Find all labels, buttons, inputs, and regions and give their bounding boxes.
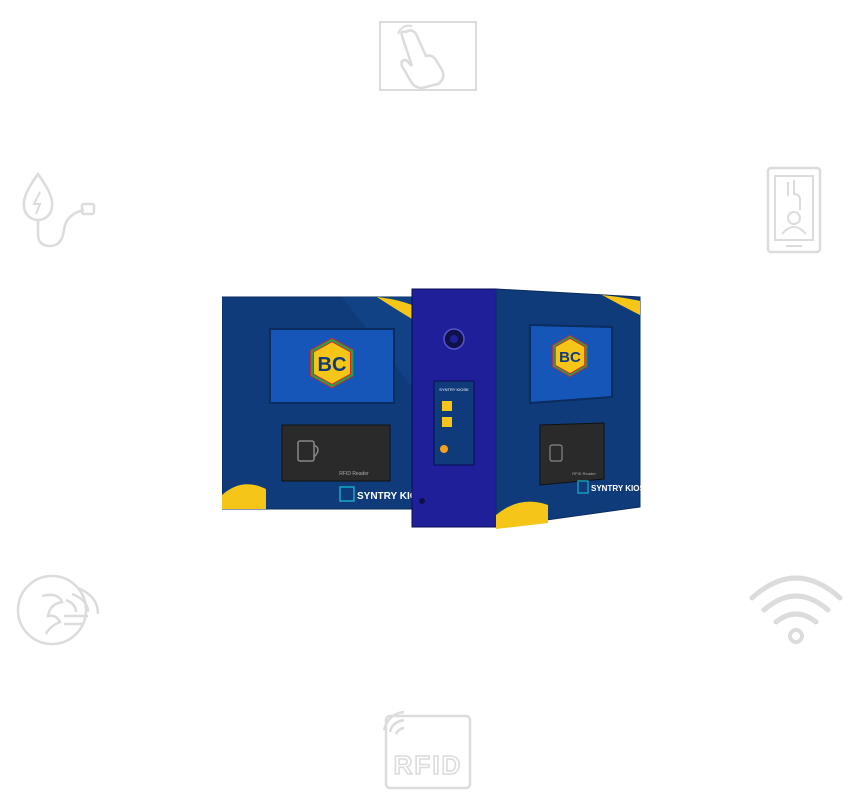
svg-text:BC: BC bbox=[559, 349, 581, 366]
center-brand-label: SYNTRY KIOSK bbox=[439, 387, 469, 392]
contactless-icon bbox=[12, 570, 102, 650]
left-reader-label: RFID Reader bbox=[339, 471, 369, 477]
right-brand-label: SYNTRY KIOSK bbox=[591, 484, 642, 493]
touch-screen-icon bbox=[378, 20, 478, 92]
kiosk-device: BC RFID Reader SYNTRY KIOSK SYNTRY KIOSK bbox=[221, 285, 651, 530]
kiosk-right-panel: BC RFID Reader SYNTRY KIOSK bbox=[495, 288, 651, 529]
svg-text:BC: BC bbox=[318, 354, 347, 376]
rfid-icon-text: RFID bbox=[394, 750, 463, 780]
mobile-payment-icon bbox=[766, 166, 822, 254]
right-reader-label: RFID Reader bbox=[572, 471, 596, 476]
rfid-icon: RFID bbox=[378, 708, 474, 792]
kiosk-left-panel: BC RFID Reader SYNTRY KIOSK bbox=[221, 296, 432, 510]
power-plug-icon bbox=[16, 168, 100, 252]
wifi-icon bbox=[748, 572, 844, 648]
left-brand-label: SYNTRY KIOSK bbox=[357, 491, 432, 502]
kiosk-center-panel: SYNTRY KIOSK bbox=[411, 288, 497, 528]
